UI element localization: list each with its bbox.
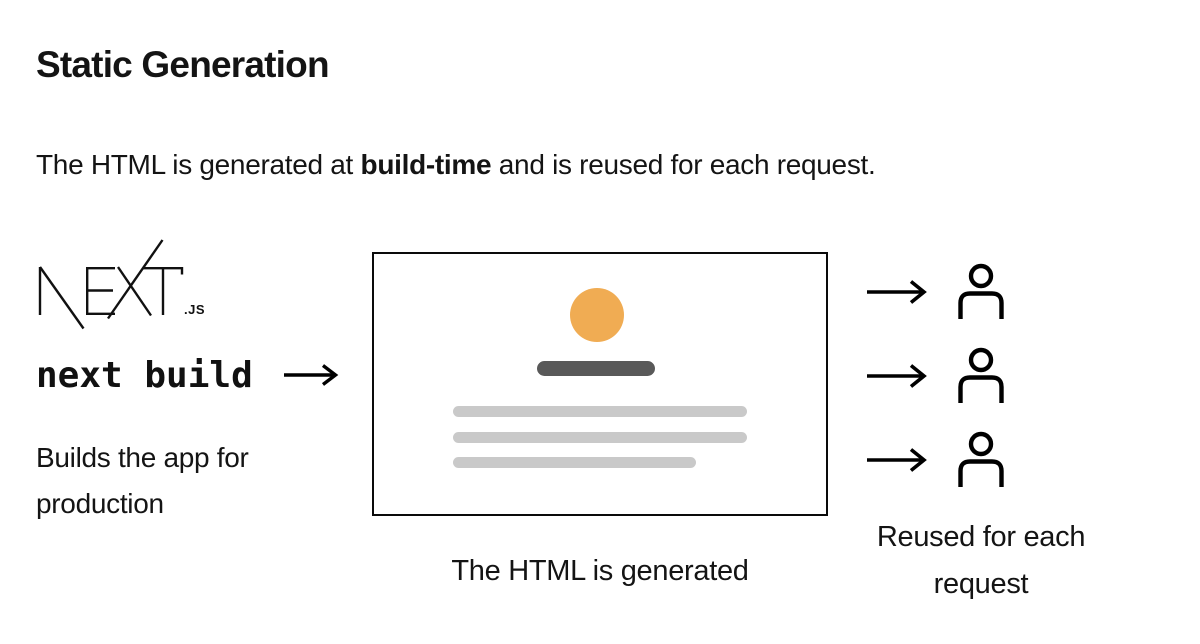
generated-page-card (372, 252, 828, 516)
logo-x-falling (117, 266, 152, 317)
build-description: Builds the app for production (36, 442, 249, 519)
card-caption: The HTML is generated (451, 555, 749, 587)
text-line-placeholder (453, 457, 696, 468)
requests-caption: Reused for each request (876, 521, 1086, 600)
request-row (866, 347, 1004, 405)
title-bar-placeholder (537, 361, 655, 376)
request-row (866, 263, 1004, 321)
page-title: Static Generation (36, 44, 330, 85)
user-icon (958, 431, 1004, 487)
request-arrow-icon (867, 280, 927, 304)
subtitle-text-post: and is reused for each request. (491, 149, 876, 180)
logo-t-bar (143, 267, 184, 275)
user-icon (958, 263, 1004, 319)
request-arrow-icon (867, 364, 927, 388)
logo-js-suffix: .JS (184, 302, 205, 317)
build-command: next build (36, 354, 253, 396)
logo-x-rising (107, 239, 164, 320)
subtitle: The HTML is generated at build-time and … (36, 146, 876, 184)
subtitle-text-pre: The HTML is generated at (36, 149, 361, 180)
nextjs-logo-icon: .JS (38, 239, 205, 330)
user-icon (958, 347, 1004, 403)
logo-n-diagonal (39, 266, 85, 330)
text-line-placeholder (453, 406, 747, 417)
avatar-circle (570, 288, 624, 342)
logo-e-stroke (86, 267, 115, 315)
request-arrow-icon (867, 448, 927, 472)
text-line-placeholder (453, 432, 747, 443)
subtitle-bold-term: build-time (360, 149, 492, 180)
build-arrow-icon (283, 364, 339, 386)
build-command-row: next build (36, 349, 339, 401)
request-row (866, 431, 1004, 489)
